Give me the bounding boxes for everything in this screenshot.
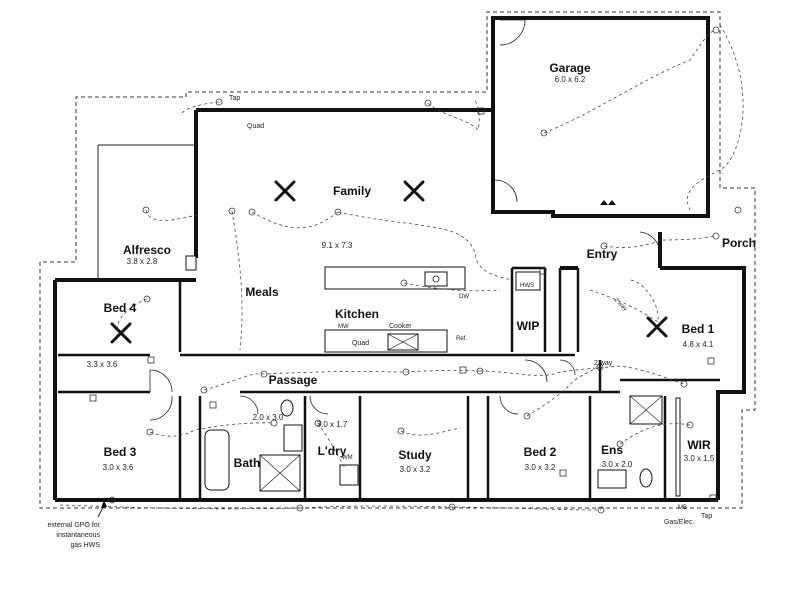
label-mb: MB [678, 505, 687, 511]
label-2way-passage: 2 way [594, 360, 613, 367]
note-arrow [101, 500, 107, 508]
room-dim-study: 3.0 x 3.2 [400, 465, 431, 474]
label-quad-kitchen: Quad [352, 340, 369, 347]
eaves-boundary [39, 11, 756, 509]
room-name-bed2: Bed 2 [524, 445, 557, 459]
kitchen-joinery [324, 266, 541, 353]
room-name-bed1: Bed 1 [682, 322, 715, 336]
room-dim-wir: 3.0 x 1.5 [684, 454, 715, 463]
ceiling-fans [110, 180, 668, 344]
room-dim-bed4: 3.3 x 3.6 [87, 360, 118, 369]
label-gas-elec: Gas/Elec. [664, 519, 694, 526]
room-dim-bed3: 3.0 x 3.6 [103, 463, 134, 472]
room-name-meals: Meals [245, 285, 279, 299]
room-dim-bed1: 4.8 x 4.1 [683, 340, 714, 349]
alfresco-outline [97, 144, 196, 280]
room-dim-bed2: 3.0 x 3.2 [525, 463, 556, 472]
label-quad-top: Quad [247, 123, 264, 130]
room-name-passage: Passage [269, 373, 318, 387]
room-name-wir: WIR [687, 438, 711, 452]
room-dim-alfresco: 3.8 x 2.8 [127, 257, 158, 266]
room-name-alfresco: Alfresco [123, 243, 171, 257]
room-name-wip: WIP [517, 319, 540, 333]
room-dim-garage: 6.0 x 6.2 [555, 75, 586, 84]
internal-walls [58, 255, 720, 498]
label-tap-top: Tap [229, 95, 240, 102]
label-wm: WM [342, 455, 353, 461]
room-name-entry: Entry [587, 247, 618, 261]
external-walls [53, 16, 746, 502]
note-line-3: gas HWS [70, 542, 100, 549]
room-name-bed4: Bed 4 [104, 301, 137, 315]
garage-door-marker [600, 200, 616, 205]
room-name-ens: Ens [601, 443, 623, 457]
note-line-2: instantaneous [56, 532, 100, 539]
room-name-family: Family [333, 184, 371, 198]
note-line-1: external GPO for [47, 522, 100, 529]
room-name-laundry: L'dry [318, 444, 347, 458]
light-points [108, 26, 742, 514]
room-dim-family: 9.1 x 7.3 [322, 241, 353, 250]
label-hws: HWS [520, 283, 534, 289]
room-dim-bath: 2.0 x 3.0 [253, 413, 284, 422]
room-name-bed3: Bed 3 [104, 445, 137, 459]
room-name-garage: Garage [549, 61, 591, 75]
label-mw: MW [338, 324, 349, 330]
wiring [59, 24, 744, 511]
room-name-bath: Bath [234, 456, 261, 470]
label-ref: Ref. [456, 336, 467, 342]
power-points [89, 107, 717, 502]
label-cooker: Cooker [389, 323, 412, 330]
room-name-porch: Porch [722, 236, 756, 250]
bath-fixtures [204, 395, 681, 497]
room-name-study: Study [398, 448, 432, 462]
label-dw: DW [459, 294, 469, 300]
room-dim-laundry: 3.0 x 1.7 [317, 420, 348, 429]
doors [149, 19, 661, 421]
label-tap-bottom: Tap [701, 513, 712, 520]
label-2way-bed1: 2 way [613, 297, 628, 312]
room-name-kitchen: Kitchen [335, 307, 379, 321]
room-dim-ens: 3.0 x 2.0 [602, 460, 633, 469]
